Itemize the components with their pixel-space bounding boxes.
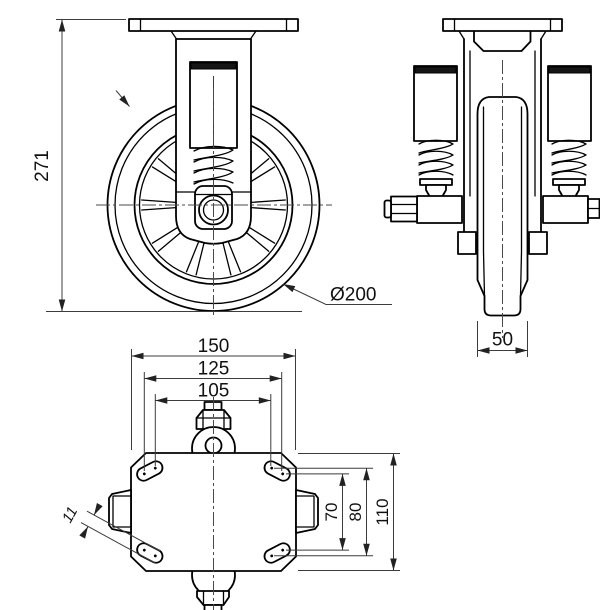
coil-spring-side-left (418, 139, 454, 198)
bolt-slot-top-right (263, 460, 291, 482)
dim-label-hole-span-v-inner: 70 (322, 503, 341, 522)
dim-label-plate-width: 110 (373, 498, 392, 525)
mounting-plate-side (442, 18, 563, 32)
spring-blocks-side (413, 65, 592, 142)
dim-label-hole-span-v-outer: 80 (346, 503, 365, 522)
side-view: 50 (383, 18, 600, 357)
axle-boss-right (295, 489, 319, 534)
dim-slot-width: 11 (59, 503, 161, 564)
dim-label-slot-width: 11 (59, 504, 81, 526)
centerlines-front (96, 88, 332, 316)
dim-label-plate-length: 150 (198, 336, 230, 357)
axle-side (383, 195, 600, 224)
bolt-slot-top-left (136, 460, 164, 482)
front-view: 271 Ø200 (32, 18, 392, 316)
dim-wheel-diameter: Ø200 (282, 283, 392, 306)
dim-hole-span-h-outer: 125 (143, 359, 283, 471)
dim-hole-span-v-outer: 80 (274, 467, 373, 557)
dim-plate-length: 150 (131, 336, 296, 450)
mounting-plate-front (128, 18, 299, 32)
fork-frame-side (457, 30, 548, 255)
dim-label-hole-span-h-outer: 125 (198, 359, 230, 380)
dim-label-overall-height: 271 (32, 150, 53, 182)
dim-plate-width: 110 (298, 453, 400, 571)
dim-hole-span-v-inner: 70 (286, 473, 349, 551)
dim-label-wheel-width: 50 (492, 330, 513, 351)
dim-label-hole-span-h-inner: 105 (198, 381, 230, 402)
bolt-slot-bottom-right (263, 542, 291, 564)
axle-boss-left (108, 489, 132, 534)
plate-view: 150 125 105 70 80 110 (59, 336, 400, 610)
dim-wheel-width: 50 (477, 321, 528, 357)
dim-hole-span-h-inner: 105 (154, 381, 272, 466)
dim-label-wheel-diameter: Ø200 (330, 285, 376, 306)
tire-leader-arrow (115, 90, 130, 107)
coil-spring-side-right (551, 139, 587, 198)
dim-overall-height: 271 (32, 19, 302, 312)
